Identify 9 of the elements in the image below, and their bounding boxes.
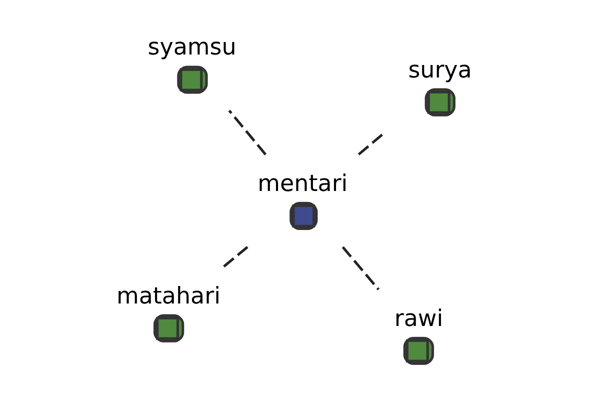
node-label: rawi — [394, 306, 444, 332]
connector — [342, 246, 380, 290]
node-label: syamsu — [148, 34, 236, 61]
connector — [358, 132, 384, 156]
node-label: surya — [408, 57, 472, 84]
node-label: mentari — [258, 170, 348, 197]
connector — [228, 110, 267, 156]
node-label: matahari — [116, 283, 220, 310]
connector — [222, 246, 248, 268]
